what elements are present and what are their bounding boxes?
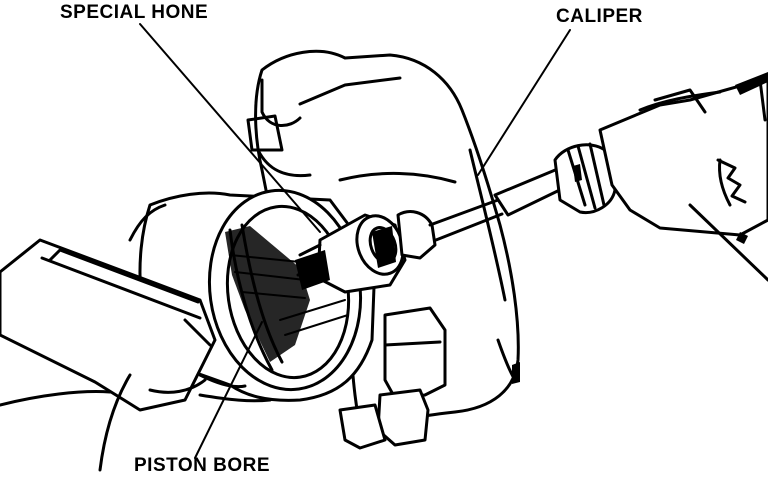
caliper-bracket [246,114,447,450]
piston-bore-label: PISTON BORE [134,455,271,476]
leader-lines [139,23,571,459]
hone-shaft [428,198,504,242]
hone-tool [295,210,437,294]
special-hone-label: SPECIAL HONE [60,2,209,23]
caliper-label: CALIPER [556,6,643,27]
caliper-leader-line [477,29,571,176]
power-drill [493,72,768,282]
bore-leader-line [194,321,263,459]
hone-leader-line [139,23,321,233]
vise-jaw [0,238,272,472]
